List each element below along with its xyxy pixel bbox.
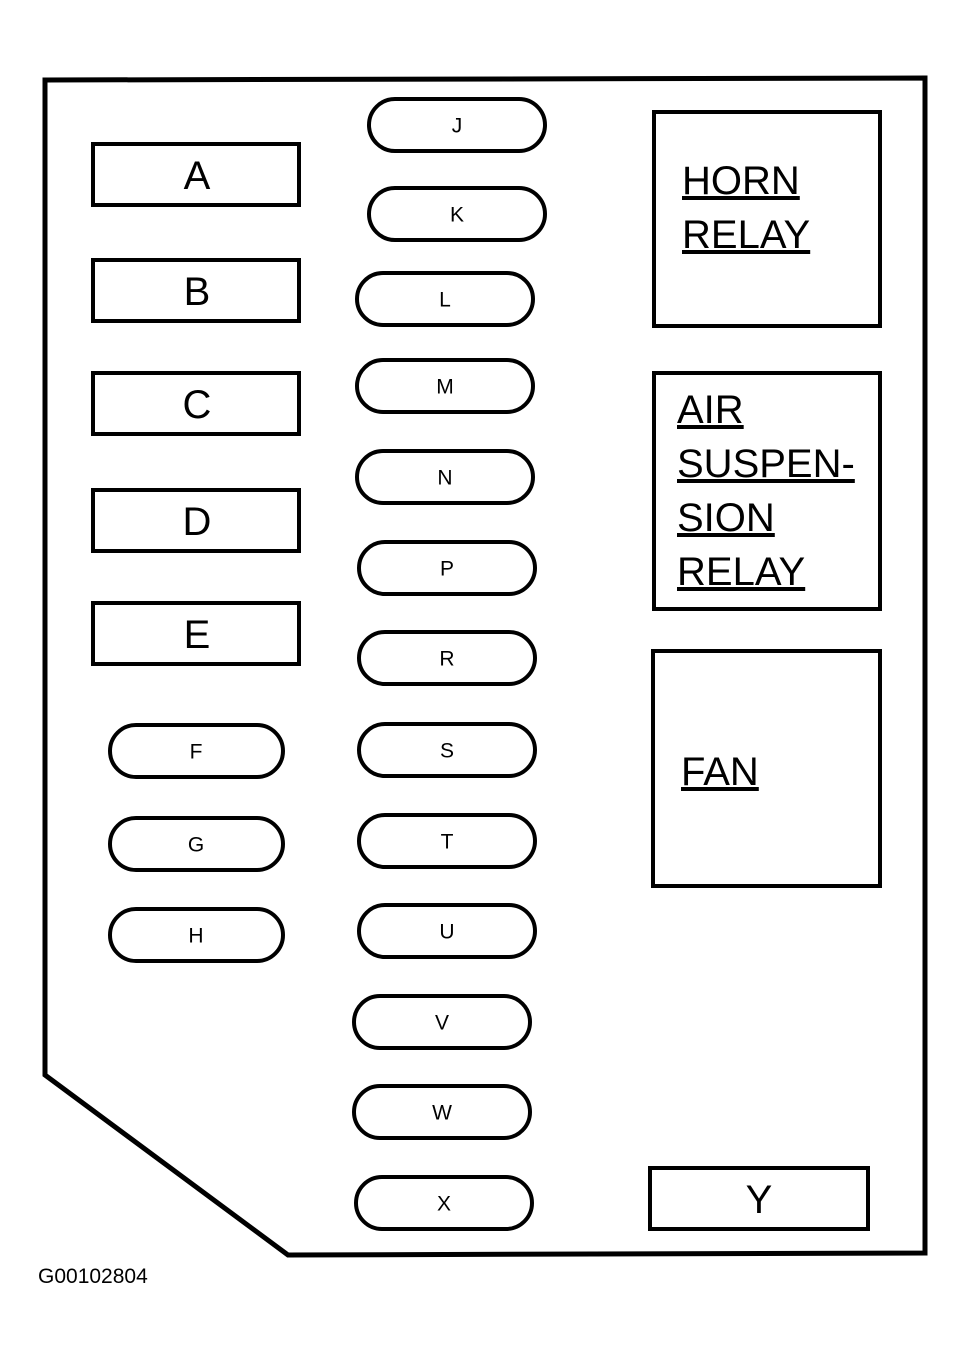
air-suspension-relay-label-line-1: AIR (677, 388, 744, 432)
fuse-s: S (357, 722, 537, 778)
fuse-r: R (357, 630, 537, 686)
fuse-p: P (357, 540, 537, 596)
fuse-j: J (367, 97, 547, 153)
fuse-d-box (91, 488, 301, 553)
fuse-e-box (91, 601, 301, 666)
fuse-k-shape (367, 186, 547, 242)
fuse-x-label: X (437, 1193, 451, 1216)
fuse-c-label: C (183, 383, 212, 427)
fuse-c: C (91, 371, 301, 436)
fuse-v-label: V (435, 1012, 449, 1035)
fuse-x-shape (354, 1175, 534, 1231)
fuse-u-label: U (439, 921, 454, 944)
fuse-d: D (91, 488, 301, 553)
fuse-f: F (108, 723, 285, 779)
center-small-fuse-group: J K L M N P R S T U V W X (352, 97, 547, 1231)
fuse-n-shape (355, 449, 535, 505)
fuse-l-shape (355, 271, 535, 327)
fuse-k: K (367, 186, 547, 242)
fuse-x: X (354, 1175, 534, 1231)
horn-relay: HORN RELAY (652, 110, 882, 328)
fuse-g-shape (108, 816, 285, 872)
fuse-w: W (352, 1084, 532, 1140)
fuse-b-label: B (184, 270, 211, 314)
fuse-a-box (91, 142, 301, 207)
fuse-b-box (91, 258, 301, 323)
fuse-s-label: S (440, 740, 454, 763)
fuse-j-label: J (452, 115, 463, 138)
fuse-p-shape (357, 540, 537, 596)
fuse-w-shape (352, 1084, 532, 1140)
fuse-h-shape (108, 907, 285, 963)
fuse-t: T (357, 813, 537, 869)
fuse-g: G (108, 816, 285, 872)
fuse-b: B (91, 258, 301, 323)
air-suspension-relay-label-line-2: SUSPEN- (677, 442, 855, 486)
fuse-l-label: L (439, 289, 451, 312)
fuse-m-shape (355, 358, 535, 414)
fuse-r-shape (357, 630, 537, 686)
fuse-v: V (352, 994, 532, 1050)
fuse-y-label: Y (746, 1178, 773, 1222)
fuse-a-label: A (184, 154, 211, 198)
air-suspension-relay-label-line-3: SION (677, 496, 775, 540)
fuse-s-shape (357, 722, 537, 778)
large-fuse-group: A B C D E (91, 142, 301, 666)
fuse-f-label: F (190, 741, 203, 764)
fuse-u-shape (357, 903, 537, 959)
fuse-h-label: H (188, 925, 203, 948)
fuse-l: L (355, 271, 535, 327)
air-suspension-relay-label-line-4: RELAY (677, 550, 805, 594)
fuse-w-label: W (432, 1102, 452, 1125)
fuse-r-label: R (439, 648, 454, 671)
fuse-v-shape (352, 994, 532, 1050)
fuse-n: N (355, 449, 535, 505)
fuse-c-box (91, 371, 301, 436)
left-small-fuse-group: F G H (108, 723, 285, 963)
fuse-f-shape (108, 723, 285, 779)
fuse-e-label: E (184, 613, 211, 657)
fuse-j-shape (367, 97, 547, 153)
fuse-m-label: M (436, 376, 454, 399)
figure-code: G00102804 (38, 1265, 148, 1288)
horn-relay-label-line-2: RELAY (682, 213, 810, 257)
fan-relay-box (651, 649, 882, 888)
fuse-n-label: N (437, 467, 452, 490)
fuse-d-label: D (183, 500, 212, 544)
fuse-a: A (91, 142, 301, 207)
fuse-y: Y (648, 1166, 870, 1231)
fuse-h: H (108, 907, 285, 963)
fuse-t-shape (357, 813, 537, 869)
fuse-m: M (355, 358, 535, 414)
fan-relay-label: FAN (681, 750, 759, 794)
horn-relay-label-line-1: HORN (682, 159, 800, 203)
air-suspension-relay-box (652, 371, 882, 611)
fuse-g-label: G (188, 834, 204, 857)
fuse-p-label: P (440, 558, 454, 581)
fuse-y-box (648, 1166, 870, 1231)
air-suspension-relay: AIR SUSPEN- SION RELAY (652, 371, 882, 611)
fan-relay: FAN (651, 649, 882, 888)
fuse-e: E (91, 601, 301, 666)
horn-relay-box (652, 110, 882, 328)
fuse-u: U (357, 903, 537, 959)
fuse-t-label: T (441, 831, 454, 854)
fuse-k-label: K (450, 204, 464, 227)
